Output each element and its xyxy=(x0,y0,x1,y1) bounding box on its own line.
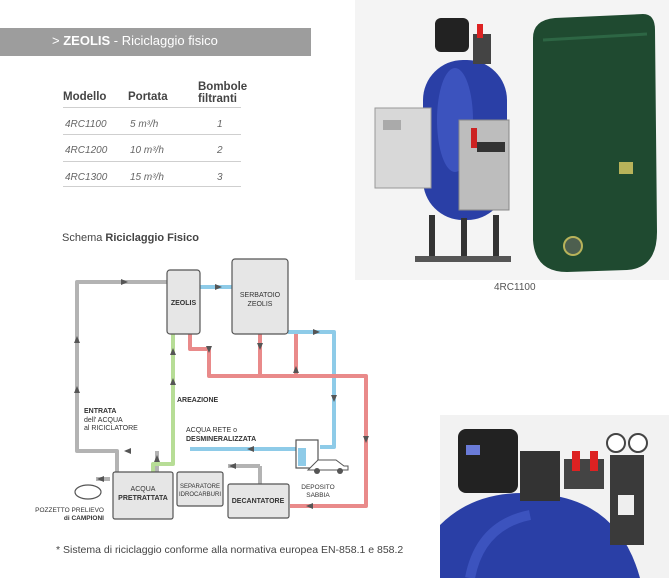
section-header-bar xyxy=(0,28,311,56)
label-separatore-2: IDROCARBURI xyxy=(179,492,221,498)
header-subtitle: - Riciclaggio fisico xyxy=(110,33,218,48)
scheme-title-bold: Riciclaggio Fisico xyxy=(105,232,199,244)
label-pretrattata-1: ACQUA xyxy=(131,486,156,493)
serbatoio-zeolis-unit xyxy=(231,258,289,335)
decantatore-unit xyxy=(227,483,290,519)
flow-arrow xyxy=(124,448,131,454)
table-divider xyxy=(63,107,241,108)
flow-arrow xyxy=(154,455,160,462)
product-photo xyxy=(355,0,669,280)
label-deposito-2: SABBIA xyxy=(306,492,330,499)
flow-arrow xyxy=(257,343,263,350)
scheme-title: Schema Riciclaggio Fisico xyxy=(62,232,199,244)
flow-arrow xyxy=(74,336,80,343)
label-pretrattata-2: PRETRATTATA xyxy=(118,495,168,502)
label-pozzetto-1: POZZETTO PRELIEVO xyxy=(35,507,104,514)
valve-detail-photo xyxy=(440,415,669,578)
table-cell-tanks: 1 xyxy=(217,119,223,130)
flow-arrow xyxy=(229,463,236,469)
label-entrata-1: ENTRATA xyxy=(84,408,116,415)
footnote: * Sistema di riciclaggio conforme alla n… xyxy=(56,544,404,556)
pozzetto-well xyxy=(74,484,102,500)
label-serbatoio-1: SERBATOIO xyxy=(240,292,281,299)
storage-tank-graphic xyxy=(533,14,657,272)
label-entrata-2: dell' ACQUA xyxy=(84,417,123,424)
label-acqua-rete-1: ACQUA RETE o xyxy=(186,427,237,434)
photo-caption: 4RC1100 xyxy=(494,282,536,293)
flow-arrow xyxy=(306,503,313,509)
table-cell-flow: 15 m³/h xyxy=(130,172,164,183)
scheme-title-prefix: Schema xyxy=(62,232,106,244)
flow-arrow xyxy=(331,395,337,402)
filter-vessel-graphic xyxy=(374,18,511,262)
green-flow-line xyxy=(151,334,175,474)
header-arrow: > xyxy=(52,33,60,48)
blue-flow-line xyxy=(288,330,336,449)
zeolis-unit xyxy=(166,269,201,335)
section-title: > ZEOLIS - Riciclaggio fisico xyxy=(52,33,218,48)
table-divider xyxy=(63,186,241,187)
label-pozzetto-2: di CAMPIONI xyxy=(64,515,104,522)
flow-arrow xyxy=(313,329,320,335)
flow-arrow xyxy=(97,476,104,482)
label-serbatoio-2: ZEOLIS xyxy=(248,301,273,308)
flow-arrow xyxy=(170,348,176,355)
sand-hatch xyxy=(298,448,306,466)
flow-arrow xyxy=(363,436,369,443)
flow-arrow xyxy=(74,386,80,393)
col-header-bombole: Bombole xyxy=(198,81,248,93)
table-divider xyxy=(63,161,241,162)
flow-arrow xyxy=(293,366,299,373)
acqua-pretrattata-unit xyxy=(112,471,174,520)
label-deposito-1: DEPOSITO xyxy=(301,484,334,491)
table-cell-model: 4RC1300 xyxy=(65,172,108,183)
label-zeolis: ZEOLIS xyxy=(171,300,197,307)
label-acqua-rete-2: DESMINERALIZZATA xyxy=(186,436,256,443)
table-cell-tanks: 3 xyxy=(217,172,223,183)
flow-arrow xyxy=(121,279,128,285)
col-header-modello: Modello xyxy=(63,91,107,103)
label-decantatore: DECANTATORE xyxy=(232,498,285,505)
label-entrata-3: al RICICLATORE xyxy=(84,425,138,432)
table-cell-tanks: 2 xyxy=(217,145,223,156)
label-separatore-1: SEPARATORE xyxy=(180,484,220,490)
table-cell-model: 4RC1100 xyxy=(65,119,107,130)
table-cell-model: 4RC1200 xyxy=(65,145,108,156)
table-divider xyxy=(63,134,241,135)
flow-arrow xyxy=(170,378,176,385)
flow-arrow xyxy=(215,284,222,290)
flow-arrow xyxy=(247,446,254,452)
flow-arrow xyxy=(206,346,212,353)
red-flow-line xyxy=(188,334,368,508)
table-cell-flow: 10 m³/h xyxy=(130,145,164,156)
separatore-idrocarburi-unit xyxy=(176,471,224,507)
label-aerazione: AREAZIONE xyxy=(177,397,219,404)
car-icon xyxy=(306,459,349,474)
col-header-filtranti: filtranti xyxy=(198,93,237,105)
table-cell-flow: 5 m³/h xyxy=(130,119,159,130)
grey-flow-line xyxy=(75,280,167,478)
col-header-portata: Portata xyxy=(128,91,168,103)
header-brand: ZEOLIS xyxy=(63,33,111,48)
